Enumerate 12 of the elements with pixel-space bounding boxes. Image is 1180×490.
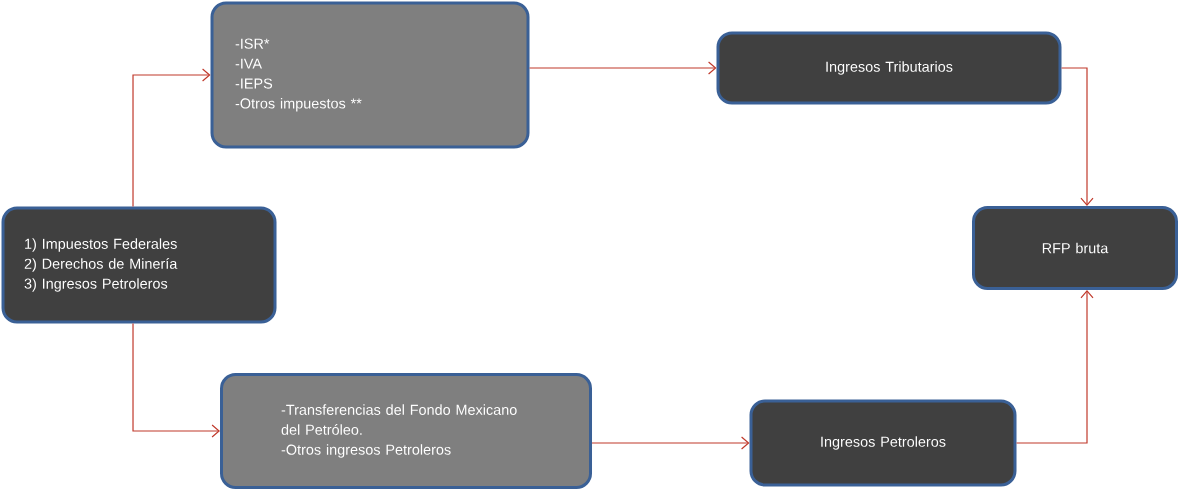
list-box: -ISR* -IVA -IEPS -Otros impuestos **: [210, 1, 530, 149]
result-box: RFP bruta: [972, 206, 1178, 290]
arrow: [132, 68, 211, 208]
arrow: [1060, 67, 1094, 206]
arrow: [1015, 290, 1094, 444]
arrow: [132, 322, 220, 438]
process-box: Ingresos Petroleros: [749, 399, 1017, 487]
process-box: Ingresos Tributarios: [716, 31, 1062, 105]
arrow: [591, 436, 750, 450]
list-box: 1) Impuestos Federales 2) Derechos de Minería 3) Ingresos Petroleros: [1, 206, 277, 324]
arrow: [528, 61, 717, 75]
list-box: -Transferencias del Fondo Mexicano del Petróleo. -Otros ingresos Petroleros: [220, 373, 592, 489]
